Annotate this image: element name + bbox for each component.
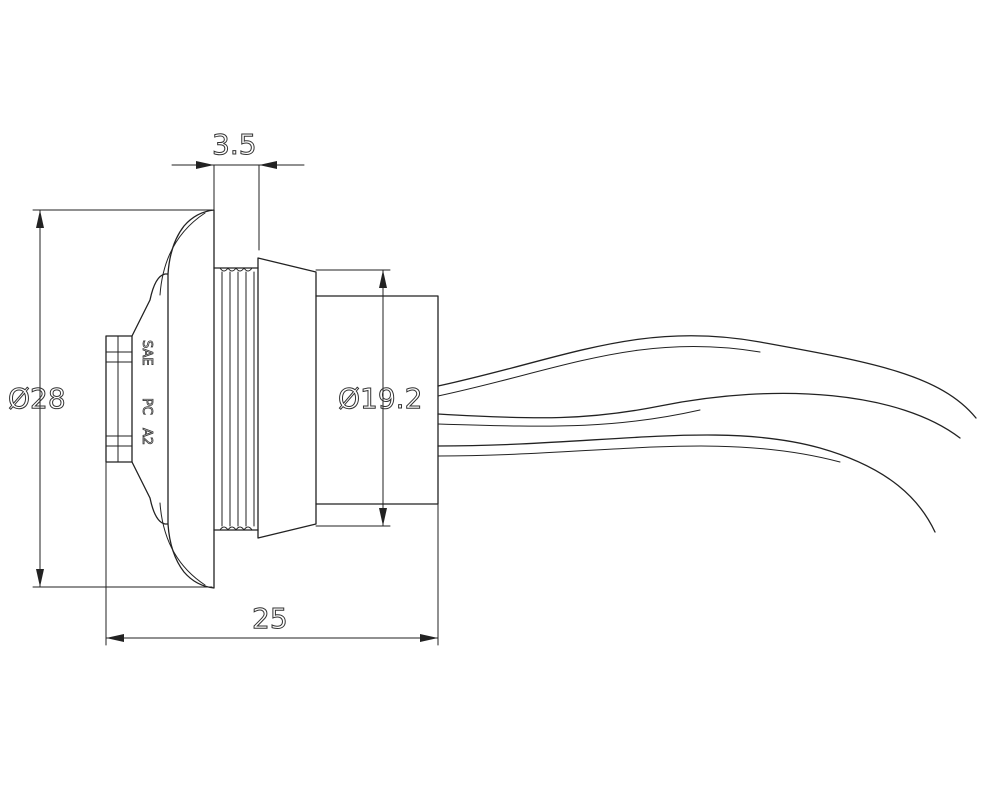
- outer-diameter-label: Ø28: [8, 382, 66, 415]
- lens-dome: [131, 273, 169, 525]
- body-diameter-label: Ø19.2: [338, 382, 422, 415]
- flange-thickness-label: 3.5: [212, 128, 257, 161]
- marking-sae: SAE: [139, 340, 154, 366]
- wire-2: [437, 392, 961, 439]
- rear-housing: [315, 295, 439, 505]
- threaded-body: [213, 267, 259, 531]
- flange: [159, 209, 215, 589]
- wire-1: [437, 334, 977, 419]
- lens-cap: [105, 335, 133, 463]
- marking-pc: PC: [139, 398, 154, 415]
- lens-markings: SAE PC A2: [139, 340, 155, 446]
- wire-3: [437, 434, 936, 533]
- dimension-outer-diameter: Ø28: [8, 209, 213, 588]
- dimension-flange-thickness: 3.5: [171, 128, 305, 251]
- overall-length-label: 25: [252, 602, 288, 635]
- dimension-overall-length: 25: [105, 461, 439, 646]
- marking-a2: A2: [139, 428, 154, 445]
- dimension-body-diameter: Ø19.2: [315, 269, 423, 527]
- wires: [437, 334, 977, 533]
